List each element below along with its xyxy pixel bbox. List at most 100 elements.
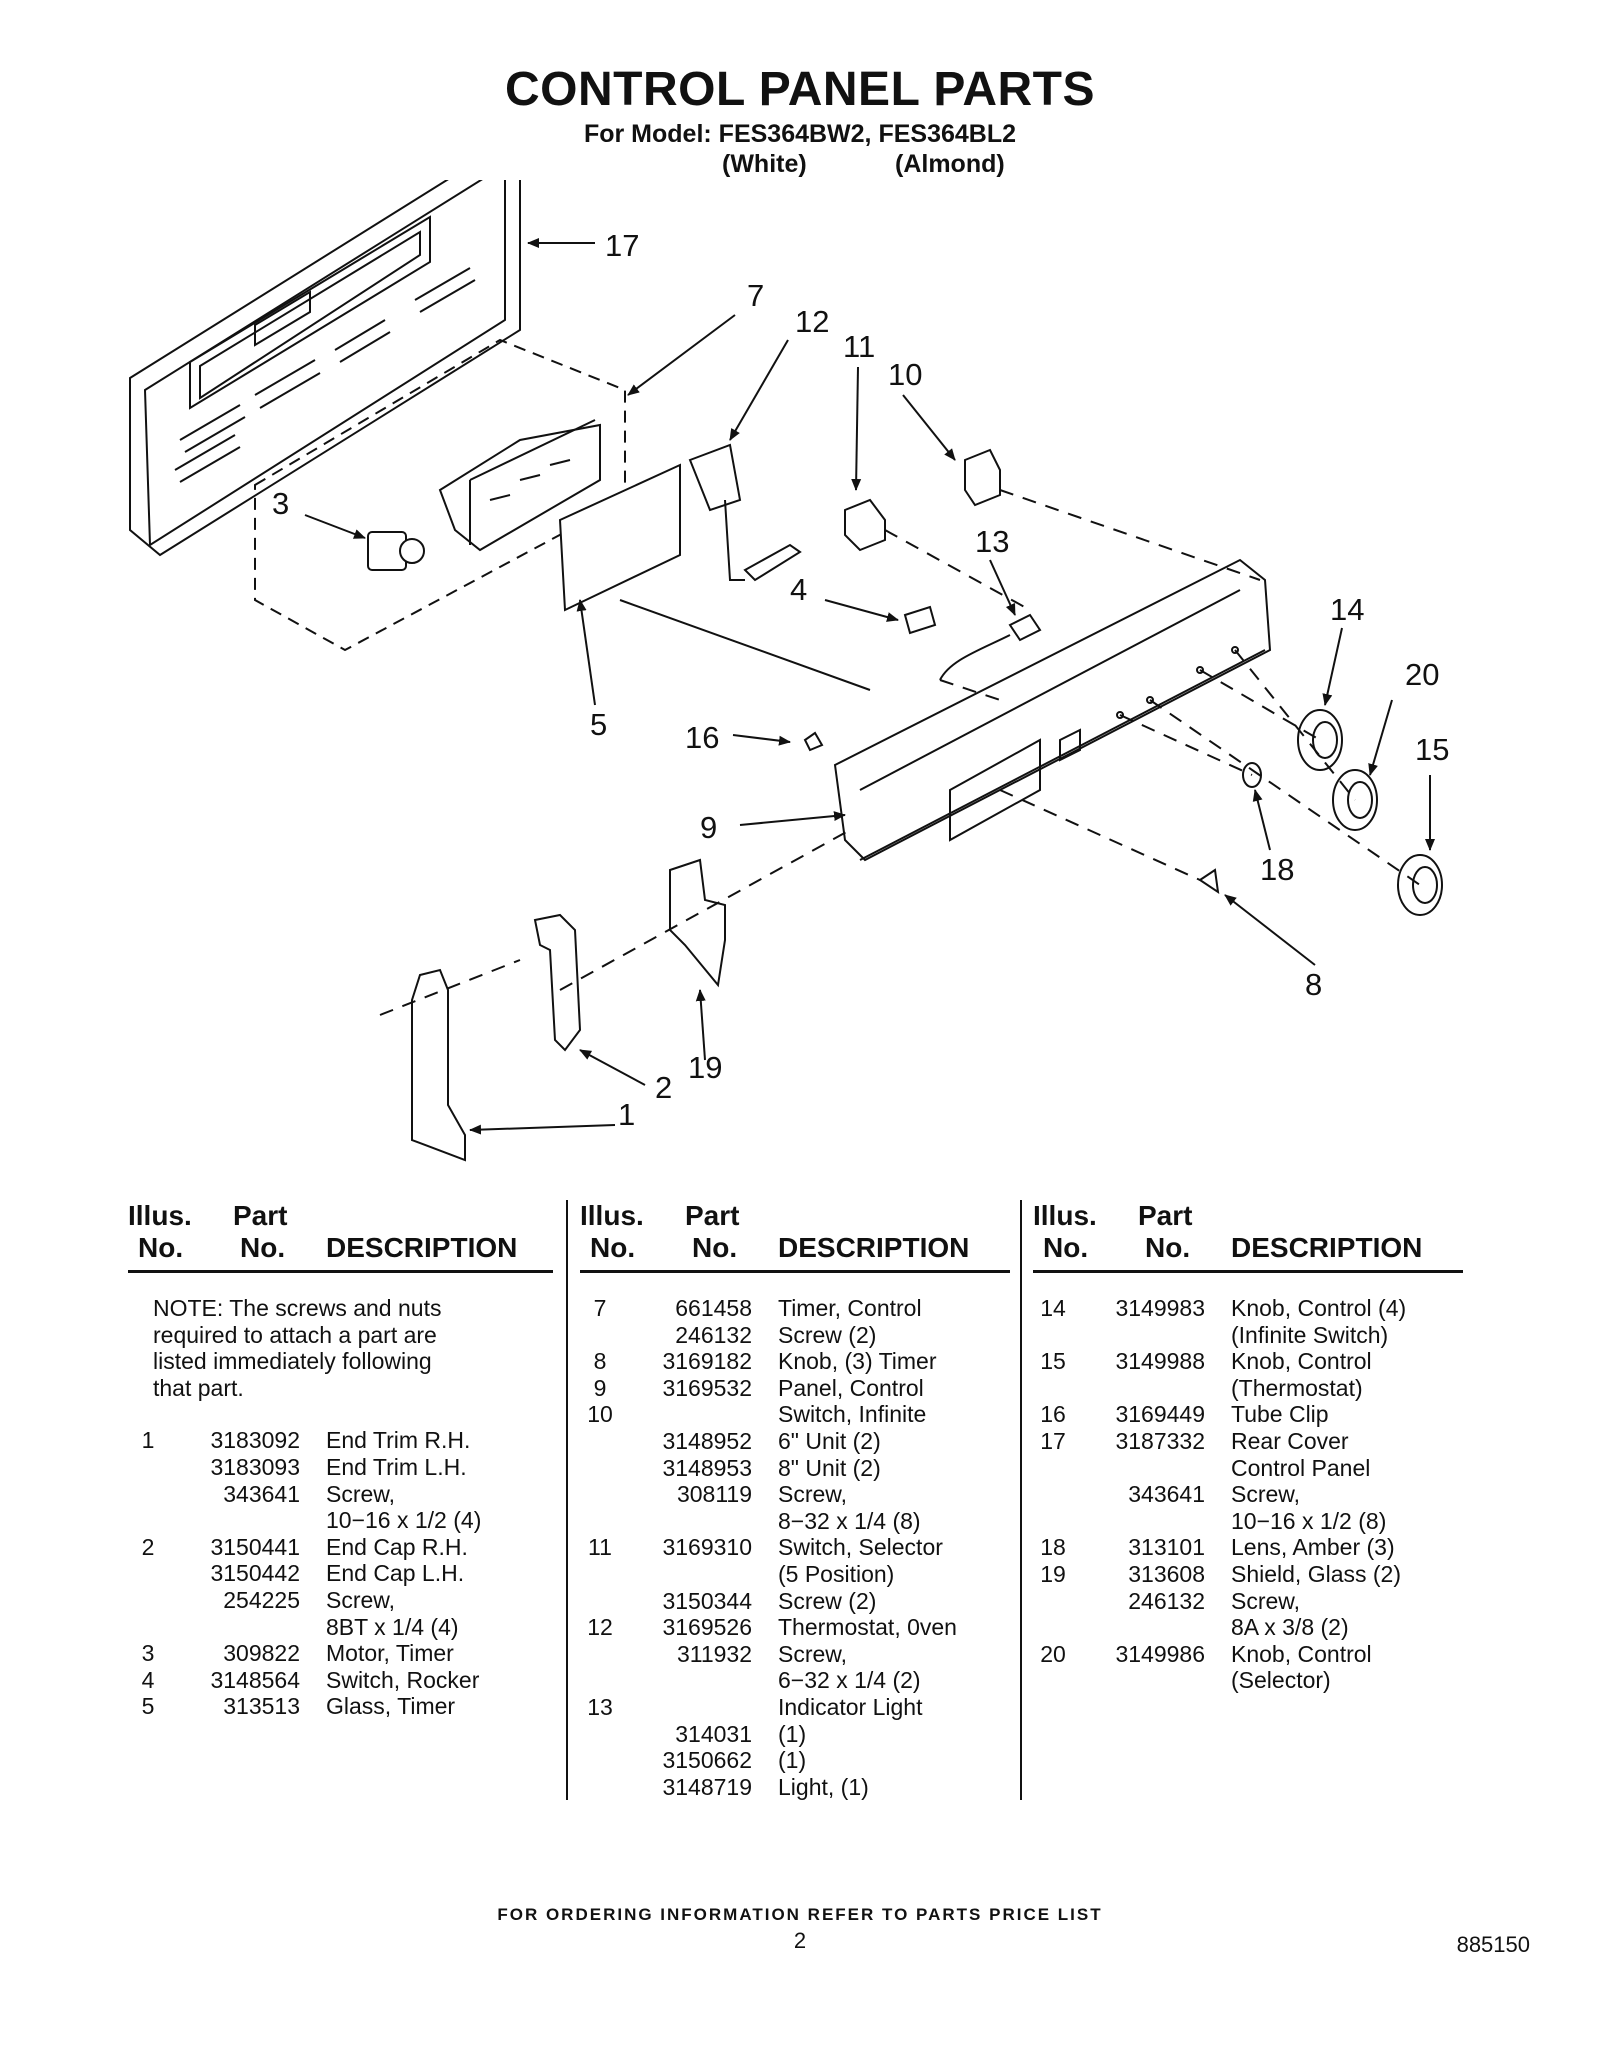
glass-shield-part <box>669 858 726 988</box>
part-description: (Infinite Switch) <box>1231 1321 1389 1348</box>
part-description: End Trim L.H. <box>326 1453 467 1480</box>
header-part-1: Part <box>685 1200 740 1231</box>
table-row: (Thermostat) <box>1033 1375 1463 1402</box>
part-number: 3150441 <box>210 1533 300 1560</box>
table-row: 14 3149983 Knob, Control (4) <box>1033 1295 1463 1322</box>
header-description: DESCRIPTION <box>326 1232 518 1263</box>
header-illus-1: Illus. <box>580 1200 644 1231</box>
table-row: 308119 Screw, <box>580 1481 1010 1508</box>
table-row: 3 309822 Motor, Timer <box>128 1640 553 1667</box>
parts-note: NOTE: The screws and nuts required to at… <box>153 1295 442 1401</box>
callout-label: 3 <box>272 486 289 521</box>
part-number: 661458 <box>675 1295 752 1321</box>
table-row: 10−16 x 1/2 (4) <box>128 1507 553 1534</box>
part-number: 3169449 <box>1115 1401 1205 1428</box>
part-number: 314031 <box>675 1720 752 1747</box>
part-description: Screw (2) <box>778 1321 877 1348</box>
illus-number: 3 <box>141 1640 155 1667</box>
part-description: (Selector) <box>1231 1667 1331 1694</box>
illus-number: 13 <box>587 1693 613 1720</box>
part-number: 309822 <box>223 1640 300 1667</box>
illus-number: 14 <box>1040 1295 1066 1321</box>
part-description: Lens, Amber (3) <box>1231 1534 1395 1561</box>
part-description: 8BT x 1/4 (4) <box>326 1613 459 1640</box>
table-row: (Infinite Switch) <box>1033 1322 1463 1349</box>
callout-label: 4 <box>790 572 807 607</box>
parts-column-1: Illus. No. Part No. DESCRIPTION NOTE: Th… <box>128 1200 553 1720</box>
illus-number: 10 <box>587 1401 613 1428</box>
timer-glass-part <box>558 463 681 612</box>
illus-number: 9 <box>593 1374 607 1401</box>
part-number: 3187332 <box>1115 1427 1205 1454</box>
part-number: 308119 <box>676 1481 752 1508</box>
table-row: 10−16 x 1/2 (8) <box>1033 1508 1463 1535</box>
part-number: 3148952 <box>662 1427 752 1454</box>
illus-number: 7 <box>593 1295 607 1321</box>
control-panel-part <box>833 558 1272 862</box>
header-description: DESCRIPTION <box>1231 1232 1423 1263</box>
callout-label: 15 <box>1415 732 1449 767</box>
page-title: CONTROL PANEL PARTS <box>505 63 1095 116</box>
part-description: Light, (1) <box>778 1773 869 1800</box>
part-description: (1) <box>778 1747 807 1774</box>
callout-label: 18 <box>1260 852 1294 887</box>
part-description: Switch, Selector <box>778 1534 943 1561</box>
part-description: 8A x 3/8 (2) <box>1231 1614 1349 1641</box>
page-number: 2 <box>793 1928 807 1953</box>
variant-almond: (Almond) <box>895 150 1005 178</box>
knob-thermostat-part <box>1397 854 1443 916</box>
callout-label: 9 <box>700 810 717 845</box>
column-divider <box>1020 1200 1022 1800</box>
table-row: 246132 Screw (2) <box>580 1322 1010 1349</box>
thermostat-part <box>688 443 802 582</box>
part-number: 246132 <box>1128 1587 1205 1614</box>
part-description: 6−32 x 1/4 (2) <box>778 1667 921 1694</box>
part-description: Screw, <box>778 1481 848 1508</box>
part-description: 10−16 x 1/2 (4) <box>326 1507 482 1534</box>
callout-labels: 17 7 12 11 10 3 13 4 14 20 5 16 15 9 18 … <box>272 228 1449 1132</box>
indicator-wire <box>939 634 1011 681</box>
part-description: Knob, Control (4) <box>1231 1295 1407 1321</box>
callout-label: 8 <box>1305 967 1322 1002</box>
timer-knob-part <box>1198 868 1220 895</box>
header-illus-1: Illus. <box>1033 1200 1097 1231</box>
part-description: Screw, <box>326 1586 396 1613</box>
part-description: 8" Unit (2) <box>778 1454 881 1481</box>
indicator-light-part <box>1008 613 1042 642</box>
part-description: Motor, Timer <box>326 1640 454 1667</box>
part-number: 3149988 <box>1115 1348 1205 1375</box>
header-illus-2: No. <box>590 1232 636 1263</box>
part-number: 3149983 <box>1115 1295 1205 1321</box>
header-part-1: Part <box>233 1200 288 1231</box>
callout-arrows <box>304 238 1435 1135</box>
illus-number: 18 <box>1040 1534 1066 1561</box>
part-description: (5 Position) <box>778 1560 895 1587</box>
part-description: Screw, <box>1231 1587 1301 1614</box>
part-number: 3148953 <box>662 1454 752 1481</box>
part-number: 246132 <box>675 1321 752 1348</box>
callout-label: 5 <box>590 707 607 742</box>
part-description: 10−16 x 1/2 (8) <box>1231 1507 1387 1534</box>
callout-label: 10 <box>888 357 922 392</box>
column-header: Illus. No. Part No. DESCRIPTION <box>128 1200 553 1273</box>
column-header: Illus. No. Part No. DESCRIPTION <box>580 1200 1010 1273</box>
part-description: Knob, (3) Timer <box>778 1348 937 1375</box>
table-row: 246132 Screw, <box>1033 1588 1463 1615</box>
illus-number: 16 <box>1040 1401 1066 1428</box>
part-number: 343641 <box>223 1480 300 1507</box>
